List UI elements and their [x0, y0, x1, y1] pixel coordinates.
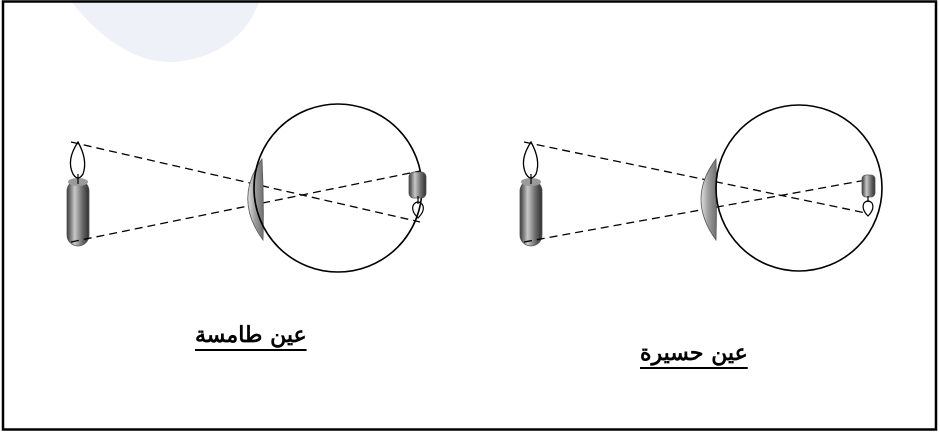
right-eye-lens [700, 157, 717, 242]
left-eyeball [253, 103, 423, 273]
right-eyeball [715, 104, 883, 272]
right-ray-bottom [523, 179, 867, 243]
right-ray-top [523, 141, 867, 214]
right-object-candle [519, 140, 543, 247]
right-image-candle [861, 174, 876, 217]
left-image-candle [408, 171, 427, 219]
left-ray-bottom [70, 170, 421, 243]
left-eye-panel [66, 103, 427, 273]
caption-myopic-eye: عين حسيرة [640, 340, 748, 366]
left-object-candle [66, 140, 90, 247]
right-eye-panel [519, 104, 883, 272]
caption-blind-eye: عين طامسة [195, 322, 307, 348]
background-watermark-shape [70, 0, 260, 63]
left-ray-top [70, 141, 421, 223]
